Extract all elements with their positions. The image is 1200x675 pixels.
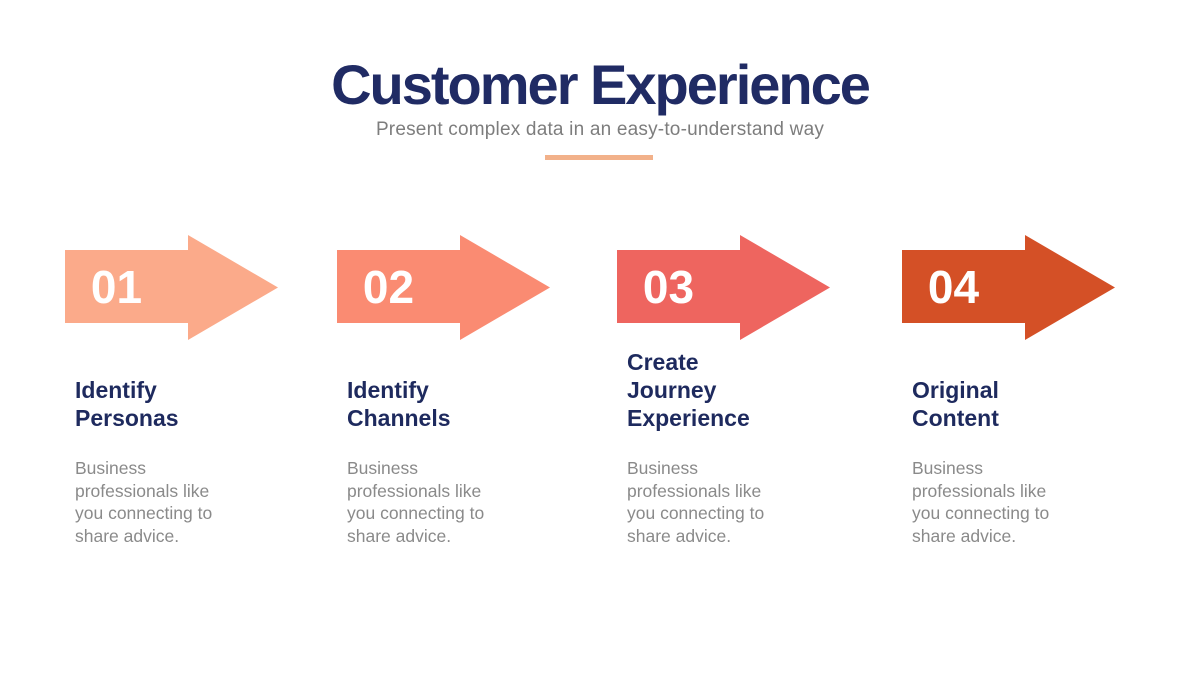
step-heading-box: Original Content <box>902 340 1137 432</box>
step-2-arrow: 02 <box>337 235 550 340</box>
step-column-3: 03 Create Journey Experience Business pr… <box>617 235 852 547</box>
step-heading-box: Identify Personas <box>65 340 300 432</box>
step-description: Business professionals like you connecti… <box>912 458 1050 546</box>
right-arrow-icon <box>902 235 1115 340</box>
step-heading-box: Create Journey Experience <box>617 340 852 432</box>
step-number: 03 <box>642 260 695 313</box>
step-heading: Create Journey Experience <box>627 349 750 431</box>
step-number: 02 <box>362 260 415 313</box>
step-1-arrow: 01 <box>65 235 278 340</box>
accent-underline <box>545 155 653 160</box>
right-arrow-icon <box>337 235 550 340</box>
page-subtitle: Present complex data in an easy-to-under… <box>375 119 825 140</box>
step-heading-box: Identify Channels <box>337 340 572 432</box>
step-number: 01 <box>90 260 143 313</box>
step-column-4: 04 Original Content Business professiona… <box>902 235 1137 547</box>
step-column-2: 02 Identify Channels Business profession… <box>337 235 572 547</box>
right-arrow-icon <box>65 235 278 340</box>
page-title: Customer Experience <box>331 53 871 116</box>
step-description: Business professionals like you connecti… <box>75 458 213 546</box>
step-heading: Identify Channels <box>347 377 451 431</box>
step-number: 04 <box>927 260 980 313</box>
step-4-arrow: 04 <box>902 235 1115 340</box>
step-description: Business professionals like you connecti… <box>627 458 765 546</box>
right-arrow-icon <box>617 235 830 340</box>
step-heading: Original Content <box>912 377 999 431</box>
step-description: Business professionals like you connecti… <box>347 458 485 546</box>
step-3-arrow: 03 <box>617 235 830 340</box>
step-column-1: 01 Identify Personas Business profession… <box>65 235 300 547</box>
step-heading: Identify Personas <box>75 377 179 431</box>
